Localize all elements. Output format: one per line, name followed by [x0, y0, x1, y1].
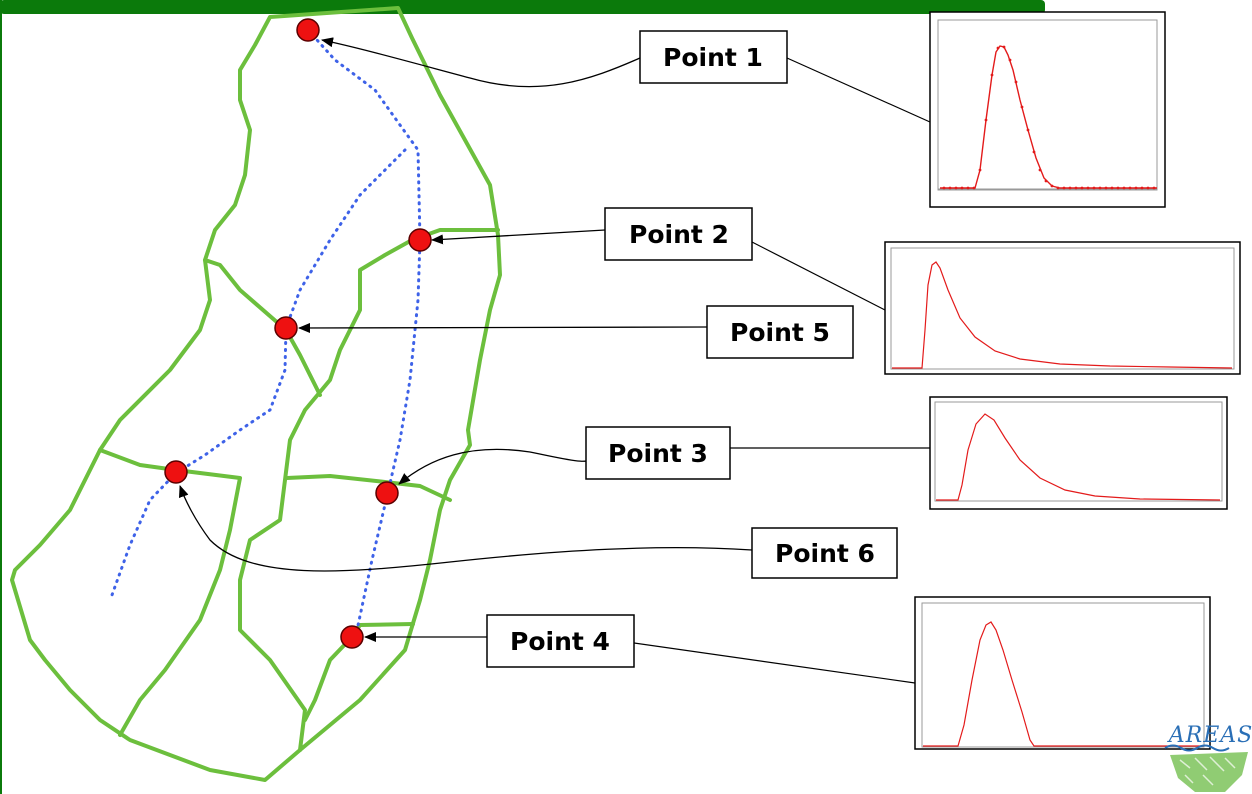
point-label-3[interactable]: Point 3: [585, 426, 731, 480]
hydrograph-curve-4: [923, 621, 1204, 747]
arrow-point-6: [178, 485, 753, 572]
point-1-marker[interactable]: [296, 18, 320, 42]
point-label-6[interactable]: Point 6: [751, 527, 898, 579]
header-bar: [0, 0, 1045, 14]
point-label-2-text: Point 2: [629, 220, 729, 249]
river-tributary-5: [110, 148, 407, 597]
hydrograph-markers-1: [942, 45, 1156, 190]
subbasin-link-4: [303, 635, 354, 722]
arrow-point-5: [298, 322, 708, 333]
point-label-1-text: Point 1: [663, 43, 763, 72]
connector-point-2: [751, 241, 886, 311]
hydrograph-point-3: [929, 396, 1228, 510]
river-network: [110, 28, 422, 632]
point-label-3-text: Point 3: [608, 439, 708, 468]
logo-wave-icon: [1164, 744, 1230, 752]
hydrograph-curve-2: [892, 261, 1233, 369]
arrow-point-2: [431, 229, 606, 245]
logo-land-icon: [1170, 752, 1248, 792]
point-4-marker[interactable]: [340, 625, 364, 649]
point-arrows: [178, 37, 753, 642]
hydrograph-point-1: [929, 11, 1166, 208]
river-main: [306, 28, 422, 632]
point-label-5[interactable]: Point 5: [706, 305, 854, 359]
point-label-4[interactable]: Point 4: [486, 614, 635, 668]
hydrograph-point-2: [884, 241, 1241, 375]
subbasin-boundary-6: [98, 448, 242, 737]
point-label-4-text: Point 4: [510, 627, 610, 656]
point-6-marker[interactable]: [164, 460, 188, 484]
arrow-point-3: [398, 448, 597, 485]
point-label-1[interactable]: Point 1: [639, 30, 788, 84]
point-2-marker[interactable]: [408, 228, 432, 252]
point-markers: [164, 18, 432, 649]
areas-logo: AREAS: [1164, 723, 1252, 792]
connector-point-4: [633, 642, 916, 684]
basin-outer-boundary: [10, 6, 502, 782]
connector-point-1: [786, 57, 931, 123]
point-3-marker[interactable]: [375, 481, 399, 505]
point-label-2[interactable]: Point 2: [604, 207, 753, 261]
point-5-marker[interactable]: [274, 316, 298, 340]
hydrograph-point-4: [914, 596, 1211, 750]
point-label-6-text: Point 6: [775, 539, 875, 568]
hydrograph-curve-3: [936, 413, 1221, 501]
basin-outline: [10, 6, 502, 782]
subbasin-boundary-2: [238, 228, 500, 752]
subbasin-boundary-5: [203, 258, 322, 397]
subbasin-boundary-3: [285, 474, 452, 502]
connector-lines: [633, 57, 931, 684]
arrow-point-1: [321, 37, 641, 88]
point-label-5-text: Point 5: [730, 318, 830, 347]
areas-logo-text: AREAS: [1167, 723, 1252, 748]
